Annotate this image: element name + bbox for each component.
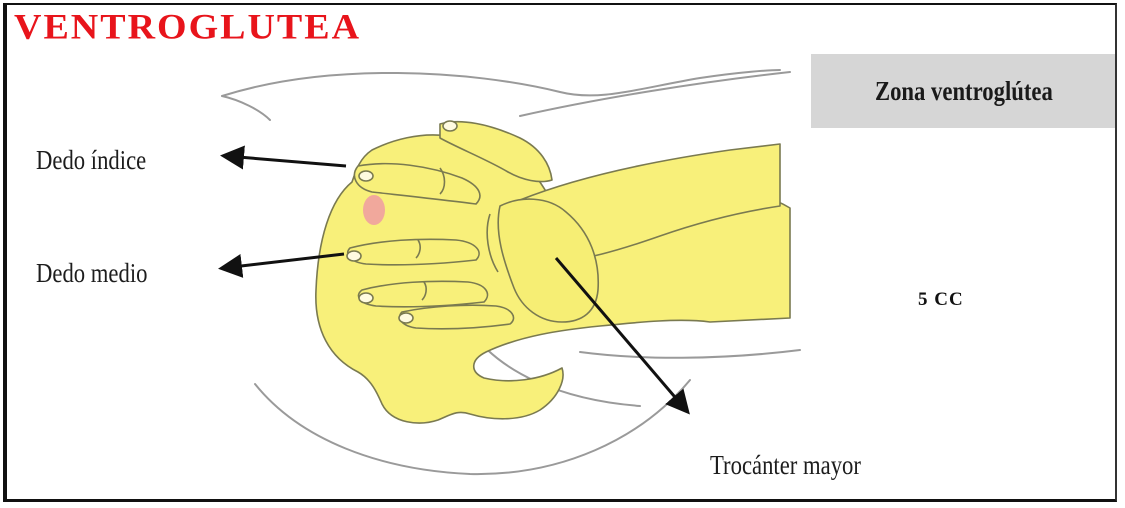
outer-frame xyxy=(3,3,1117,502)
